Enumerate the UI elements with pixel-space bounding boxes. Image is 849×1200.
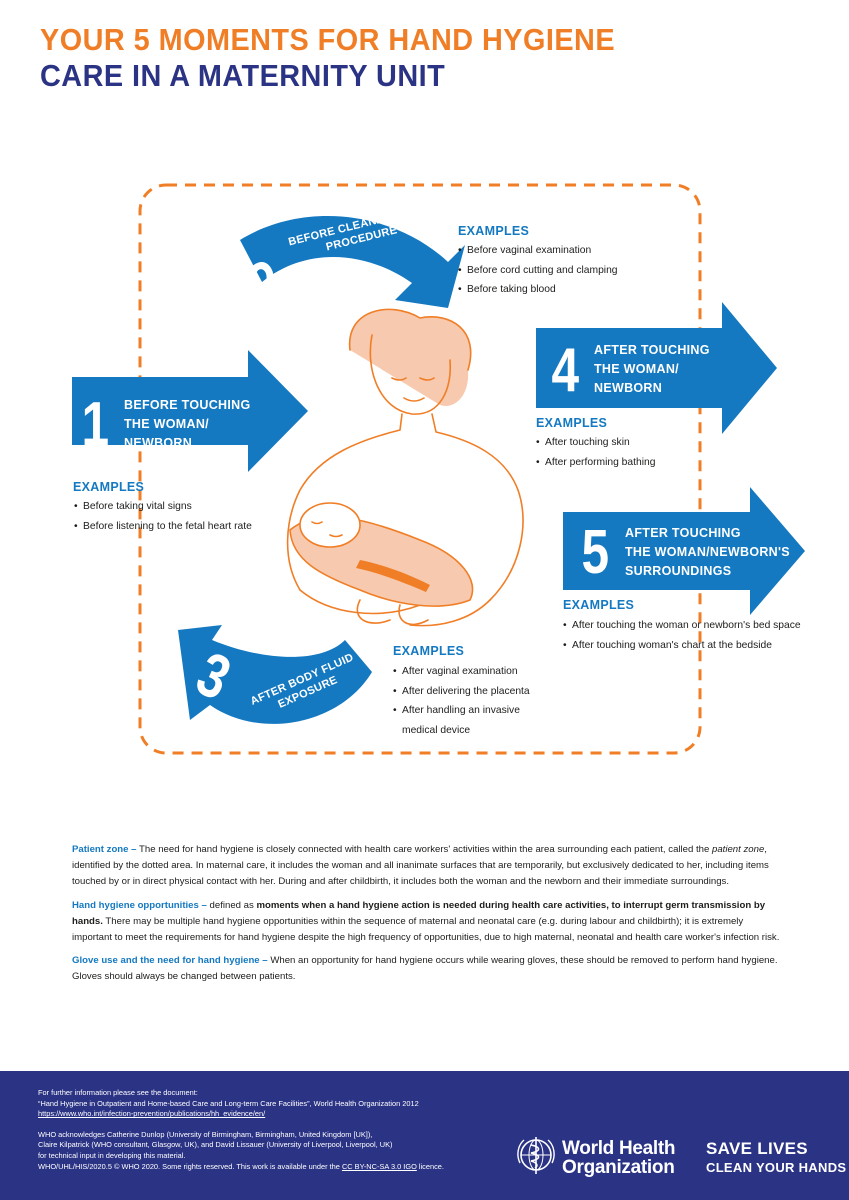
footer-line: for technical input in developing this m… xyxy=(38,1150,186,1160)
footer-line: “Hand Hygiene in Outpatient and Home-bas… xyxy=(38,1098,419,1108)
note-emphasis: patient zone xyxy=(712,844,765,855)
org-name-line: Organization xyxy=(562,1157,675,1178)
opportunities-note: Hand hygiene opportunities – defined as … xyxy=(72,898,782,947)
moment-1-examples-heading: EXAMPLES xyxy=(73,480,145,494)
page-title: YOUR 5 MOMENTS FOR HAND HYGIENE xyxy=(40,22,616,57)
moment-2-arrow xyxy=(240,216,465,308)
footer: For further information please see the d… xyxy=(0,1071,849,1200)
page-subtitle: CARE IN A MATERNITY UNIT xyxy=(40,58,446,93)
moment-1-label-line: BEFORE TOUCHING xyxy=(124,398,251,412)
moment-5-arrow xyxy=(563,487,805,615)
footer-reference: WHO/UHL/HIS/2020.5 © WHO 2020. Some righ… xyxy=(38,1162,538,1173)
moment-4-examples: After touching skin After performing bat… xyxy=(536,433,655,472)
list-item: After vaginal examination xyxy=(393,662,523,682)
list-item: After handling an invasive medical devic… xyxy=(393,701,523,740)
footer-ref-text: WHO/UHL/HIS/2020.5 © WHO 2020. Some righ… xyxy=(38,1161,342,1171)
moment-4-label-line: AFTER TOUCHING xyxy=(594,343,710,357)
list-item: Before taking blood xyxy=(458,280,618,300)
footer-ref-text: licence. xyxy=(416,1161,444,1171)
who-organization-name: World Health Organization xyxy=(562,1138,676,1178)
licence-link[interactable]: CC BY-NC-SA 3.0 IGO xyxy=(341,1161,417,1171)
moment-5-examples: After touching the woman or newborn's be… xyxy=(563,616,801,655)
moment-2-examples: Before vaginal examination Before cord c… xyxy=(458,241,618,300)
moment-1-examples: Before taking vital signs Before listeni… xyxy=(74,497,252,536)
moment-3-examples-heading: EXAMPLES xyxy=(393,644,465,658)
list-item: After delivering the placenta xyxy=(393,682,530,702)
note-lead: Hand hygiene opportunities – xyxy=(72,899,207,911)
list-item: After touching woman's chart at the beds… xyxy=(563,636,801,656)
moment-1-label-line: THE WOMAN/ xyxy=(124,417,209,431)
moment-5-label: AFTER TOUCHING THE WOMAN/NEWBORN'S SURRO… xyxy=(625,524,790,581)
list-item: After touching the woman or newborn's be… xyxy=(563,616,801,636)
footer-line: Claire Kilpatrick (WHO consultant, Glasg… xyxy=(38,1140,393,1150)
moment-5-label-line: SURROUNDINGS xyxy=(625,564,732,578)
org-name-line: World Health xyxy=(562,1138,676,1159)
list-item: After touching skin xyxy=(536,433,655,453)
note-text: defined as xyxy=(206,899,257,911)
moment-3-arrow xyxy=(178,625,372,724)
slogan-line: SAVE LIVES xyxy=(706,1139,808,1158)
moment-4-label-line: NEWBORN xyxy=(594,381,663,395)
footer-info: For further information please see the d… xyxy=(38,1088,538,1172)
moment-4-label: AFTER TOUCHING THE WOMAN/ NEWBORN xyxy=(594,341,710,398)
note-bold: moments when a hand hygiene action is ne… xyxy=(72,899,766,927)
moment-4-label-line: THE WOMAN/ xyxy=(594,362,679,376)
moment-5-label-line: THE WOMAN/NEWBORN'S xyxy=(625,545,790,559)
footer-document-link[interactable]: https://www.who.int/infection-prevention… xyxy=(38,1109,266,1119)
campaign-slogan: SAVE LIVES CLEAN YOUR HANDS xyxy=(706,1139,846,1177)
list-item: Before listening to the fetal heart rate xyxy=(74,517,252,537)
moment-5-number: 5 xyxy=(581,518,610,587)
list-item: Before taking vital signs xyxy=(74,497,252,517)
slogan-line: CLEAN YOUR HANDS xyxy=(706,1160,847,1175)
list-item: Before cord cutting and clamping xyxy=(458,261,618,281)
patient-zone-boundary xyxy=(138,183,702,755)
gloves-note: Glove use and the need for hand hygiene … xyxy=(72,953,782,985)
patient-zone-note: Patient zone – The need for hand hygiene… xyxy=(72,842,782,891)
moment-4-number: 4 xyxy=(551,336,580,405)
moment-1-label: BEFORE TOUCHING THE WOMAN/ NEWBORN xyxy=(124,396,251,453)
note-lead: Patient zone – xyxy=(72,844,137,855)
note-text: When an opportunity for hand hygiene occ… xyxy=(72,955,778,983)
list-item: After performing bathing xyxy=(536,453,655,473)
moment-4-examples-heading: EXAMPLES xyxy=(536,416,608,430)
moment-1-number: 1 xyxy=(81,390,110,459)
footer-line: WHO acknowledges Catherine Dunlop (Unive… xyxy=(38,1129,373,1139)
moment-3-examples: After vaginal examination After deliveri… xyxy=(393,662,530,740)
moment-5-label-line: AFTER TOUCHING xyxy=(625,526,741,540)
moment-2-examples-heading: EXAMPLES xyxy=(458,224,530,238)
five-moments-diagram xyxy=(72,183,805,755)
list-item: Before vaginal examination xyxy=(458,241,618,261)
moment-1-arrow xyxy=(72,350,308,472)
footer-line: For further information please see the d… xyxy=(38,1088,198,1097)
who-emblem-icon xyxy=(517,1137,555,1174)
moment-5-examples-heading: EXAMPLES xyxy=(563,598,635,612)
note-text: , identified by the dotted area. In mate… xyxy=(72,844,769,888)
explanatory-notes: Patient zone – The need for hand hygiene… xyxy=(72,842,782,993)
note-lead: Glove use and the need for hand hygiene … xyxy=(72,955,268,967)
moment-1-label-line: NEWBORN xyxy=(124,436,193,450)
note-text: The need for hand hygiene is closely con… xyxy=(136,844,712,855)
note-text: There may be multiple hand hygiene oppor… xyxy=(72,915,780,944)
moment-4-arrow xyxy=(536,302,777,434)
